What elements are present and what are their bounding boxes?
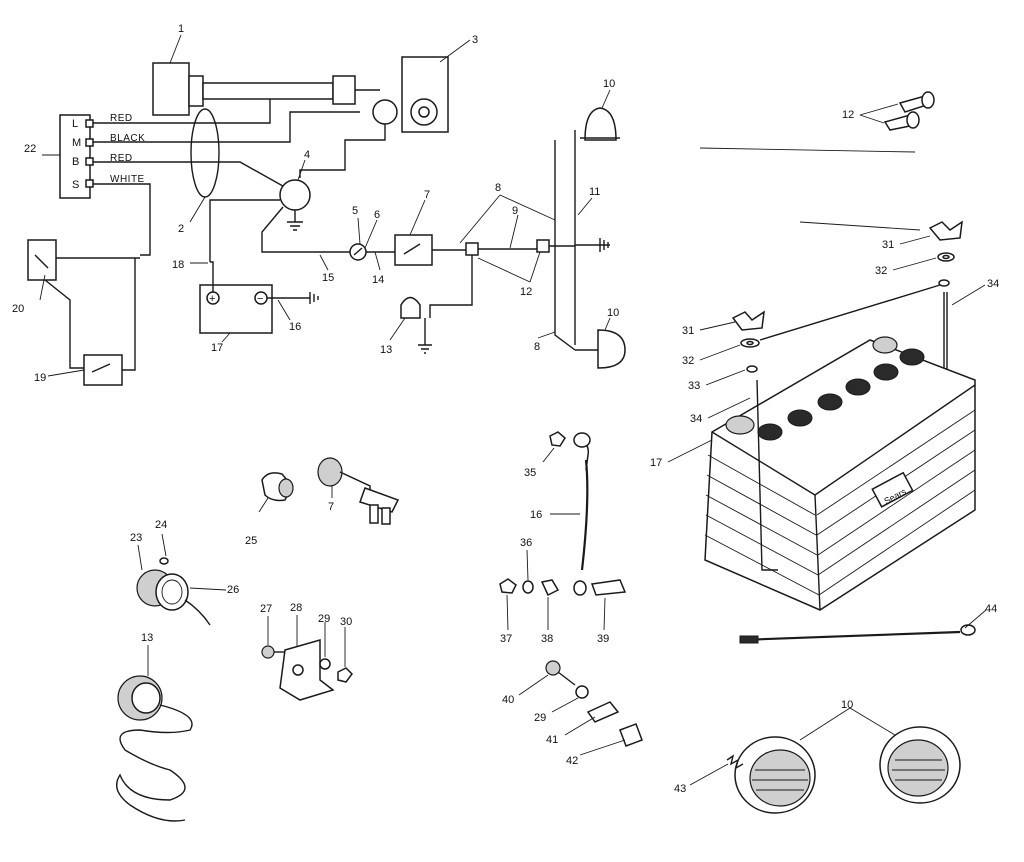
callout-29-clamp: 29 <box>534 712 546 724</box>
callout-17-schematic: 17 <box>211 342 223 354</box>
callout-1: 1 <box>178 23 184 35</box>
callout-34-right: 34 <box>987 278 999 290</box>
callout-3: 3 <box>472 34 478 46</box>
callout-28: 28 <box>290 602 302 614</box>
callout-7-part: 7 <box>328 501 334 513</box>
bracket-hardware <box>261 639 353 701</box>
junction-4 <box>279 179 311 211</box>
switch-7 <box>394 234 433 266</box>
callout-30: 30 <box>340 616 352 628</box>
callout-39: 39 <box>597 633 609 645</box>
callout-37: 37 <box>500 633 512 645</box>
switch-20 <box>27 239 57 281</box>
wire-red-label: RED <box>110 153 133 164</box>
headlight-10-top <box>584 107 617 141</box>
switch-25 <box>261 472 294 502</box>
callout-16-schematic: 16 <box>289 321 301 333</box>
terminal-block <box>59 114 91 199</box>
callout-43: 43 <box>674 783 686 795</box>
clamp-hardware <box>545 660 643 747</box>
lamp-13 <box>400 296 421 319</box>
callout-9: 9 <box>512 205 518 217</box>
callout-4: 4 <box>304 149 310 161</box>
callout-25: 25 <box>245 535 257 547</box>
callout-23: 23 <box>130 532 142 544</box>
callout-5: 5 <box>352 205 358 217</box>
wire-black-label: BLACK <box>110 133 145 144</box>
callout-12-schematic: 12 <box>520 286 532 298</box>
battery-17: Sears <box>704 336 976 611</box>
minus-sign: − <box>257 293 263 305</box>
callout-42: 42 <box>566 755 578 767</box>
callout-2: 2 <box>178 223 184 235</box>
callout-31-top: 31 <box>882 239 894 251</box>
switch-19 <box>83 354 123 386</box>
switch-7-part <box>317 457 400 525</box>
callout-22: 22 <box>24 143 36 155</box>
headlight-10-bottom <box>597 329 626 369</box>
nut-35 <box>549 431 566 447</box>
wire-red-top-label: RED <box>110 113 133 124</box>
cable-44 <box>739 630 961 642</box>
callout-44: 44 <box>985 603 997 615</box>
callout-20: 20 <box>12 303 24 315</box>
callout-7: 7 <box>424 189 430 201</box>
callout-16-part: 16 <box>530 509 542 521</box>
callout-15: 15 <box>322 272 334 284</box>
callout-12-parts: 12 <box>842 109 854 121</box>
callout-35: 35 <box>524 467 536 479</box>
component-3 <box>401 56 449 133</box>
callout-26: 26 <box>227 584 239 596</box>
callout-27: 27 <box>260 603 272 615</box>
lamp-13-part <box>116 675 193 822</box>
callout-10-top: 10 <box>603 78 615 90</box>
plus-sign: + <box>209 293 215 305</box>
terminal-b-letter: B <box>72 156 79 168</box>
headlights-10 <box>734 726 961 814</box>
callout-24: 24 <box>155 519 167 531</box>
wire-white-label: WHITE <box>110 174 145 185</box>
callout-14: 14 <box>372 274 384 286</box>
leader-lines <box>39 34 987 786</box>
callout-36: 36 <box>520 537 532 549</box>
callout-41: 41 <box>546 734 558 746</box>
spring-43 <box>726 754 744 770</box>
schematic: L M B S RED BLACK RED WHITE <box>27 56 626 386</box>
callout-10-bottom: 10 <box>841 699 853 711</box>
indicator-lamp-26 <box>136 557 211 626</box>
cable-16 <box>573 432 591 596</box>
terminal-m-letter: M <box>72 137 81 149</box>
callout-13-part: 13 <box>141 632 153 644</box>
terminal-s-letter: S <box>72 179 79 191</box>
callout-29-bracket: 29 <box>318 613 330 625</box>
callout-11: 11 <box>589 186 600 198</box>
callout-31-left: 31 <box>682 325 694 337</box>
callout-numbers: 1 3 22 2 4 5 6 7 8 9 11 10 10 12 13 15 1… <box>12 23 999 795</box>
callout-8-bottom: 8 <box>534 341 540 353</box>
callout-18: 18 <box>172 259 184 271</box>
callout-34-left: 34 <box>690 413 702 425</box>
callout-6: 6 <box>374 209 380 221</box>
callout-8-top: 8 <box>495 182 501 194</box>
callout-40: 40 <box>502 694 514 706</box>
connectors-12 <box>883 91 935 131</box>
callout-19: 19 <box>34 372 46 384</box>
hold-down-hardware <box>731 220 963 378</box>
callout-38: 38 <box>541 633 553 645</box>
callout-32-top: 32 <box>875 265 887 277</box>
callout-33: 33 <box>688 380 700 392</box>
terminal-hardware <box>499 578 627 597</box>
callout-10-mid: 10 <box>607 307 619 319</box>
component-1 <box>152 62 190 116</box>
callout-32-left: 32 <box>682 355 694 367</box>
callout-17-battery: 17 <box>650 457 662 469</box>
terminal-l-letter: L <box>72 118 78 130</box>
callout-13-schematic: 13 <box>380 344 392 356</box>
